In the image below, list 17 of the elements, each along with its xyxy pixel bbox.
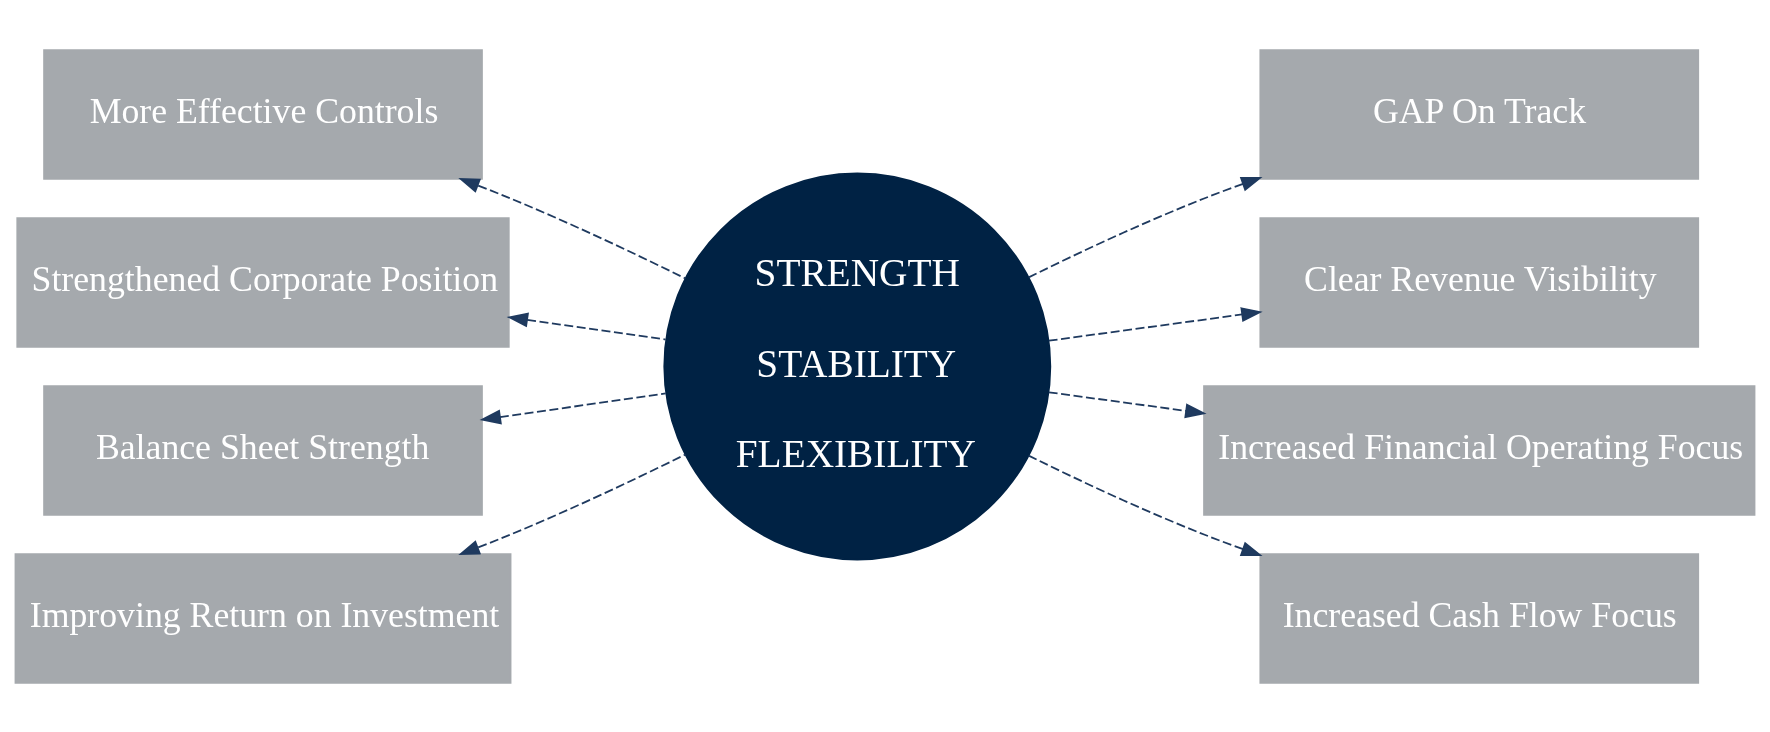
arrow (479, 392, 667, 424)
node-box: GAP On Track (1259, 48, 1700, 180)
arrow (1027, 176, 1263, 278)
arrow (458, 453, 687, 555)
arrow (506, 311, 667, 340)
arrow (1047, 306, 1263, 342)
arrow (1027, 454, 1263, 556)
node-box: Increased Financial Operating Focus (1203, 384, 1756, 516)
arrow (1047, 390, 1207, 418)
node-box: Clear Revenue Visibility (1259, 216, 1700, 348)
node-box: More Effective Controls (43, 48, 483, 180)
node-box: Increased Cash Flow Focus (1259, 552, 1700, 684)
node-box: Strengthened Corporate Position (16, 216, 510, 348)
node-box: Improving Return on Investment (14, 552, 512, 684)
arrow (458, 177, 687, 279)
node-box: Balance Sheet Strength (43, 384, 483, 516)
node-circle: STRENGTH STABILITY FLEXIBILITY (663, 172, 1052, 560)
